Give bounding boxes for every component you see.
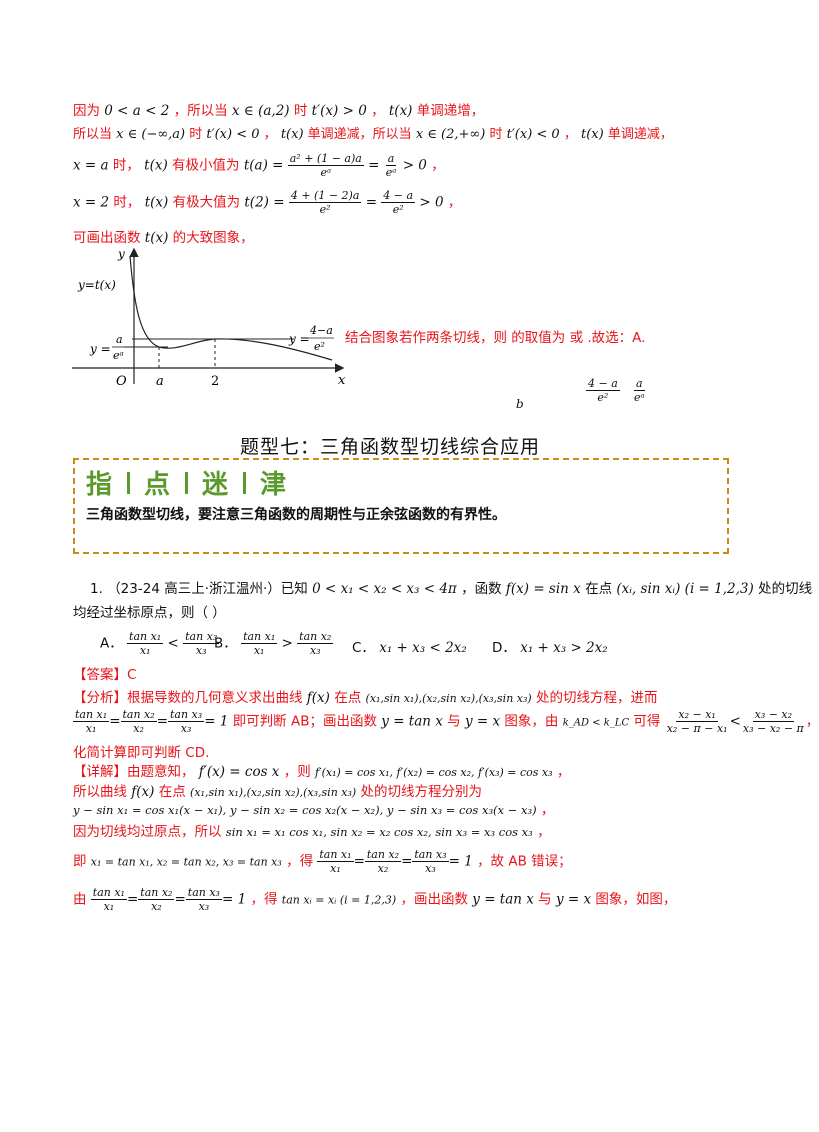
left-label-den: eᵃ [113,349,124,362]
tip-badge-char: 津 [260,470,288,500]
tip-badge-separator [185,471,189,494]
detail-line-3: y − sin x₁ = cos x₁(x − x₁), y − sin x₂ … [73,802,555,818]
analysis-line-3: 化简计算即可判断 CD. [73,745,210,761]
detail-line-5: 即 x₁ = tan x₁, x₂ = tan x₂, x₃ = tan x₃ … [73,848,572,875]
x-axis-label: x [338,373,346,388]
question-line-2: 均经过坐标原点，则（ ） [73,605,226,621]
origin-label: O [116,374,127,389]
answer: 【答案】C [73,667,137,683]
detail-line-1: 【详解】由题意知， f′(x) = cos x ，则 f′(x₁) = cos … [73,764,571,780]
option-c[interactable]: C． x₁ + x₃ < 2x₂ [352,640,467,656]
tip-box [73,458,729,554]
section-title: 题型七：三角函数型切线综合应用 [240,436,541,458]
detail-line-2: 所以曲线 f(x) 在点 (x₁,sin x₁),(x₂,sin x₂),(x₃… [73,784,482,800]
text-line-3: x = a 时， t(x) 有极小值为 t(a) = a² + (1 − a)a… [73,152,445,179]
tick-2: 2 [211,374,219,389]
right-label-num: 4−a [309,324,333,337]
detail-line-4: 因为切线均过原点，所以 sin x₁ = x₁ cos x₁, sin x₂ =… [73,824,551,840]
left-label-num: a [116,333,123,346]
tip-badge-char: 点 [144,470,172,500]
conclusion-text: 结合图象若作两条切线，则 的取值为 或 .故选：A. [345,330,646,346]
conclusion-b: b [516,397,524,411]
tip-text: 三角函数型切线，要注意三角函数的周期性与正余弦函数的有界性。 [86,507,506,523]
tip-badge: 指 点 迷 津 [86,464,287,501]
text-line-1: 因为 0 < a < 2 ，所以当 x ∈ (a,2) 时 t′(x) > 0 … [73,103,485,119]
text-line-2: 所以当 x ∈ (−∞,a) 时 t′(x) < 0 ， t(x) 单调递减，所… [73,127,673,142]
tip-badge-char: 迷 [202,470,230,500]
question-line-1: 1. （23-24 高三上·浙江温州·）已知 0 < x₁ < x₂ < x₃ … [90,581,813,597]
left-label-y: y = [89,342,111,356]
right-label-y: y = [288,332,310,346]
analysis-line-1: 【分析】根据导数的几何意义求出曲线 f(x) 在点 (x₁,sin x₁),(x… [73,690,658,706]
right-label-den: e² [314,340,325,353]
curve-t-x [129,255,333,361]
tip-badge-separator [127,471,131,494]
curve-label: y=t(x) [77,278,116,292]
tip-badge-separator [243,471,247,494]
text-line-5: 可画出函数 t(x) 的大致图象， [73,230,254,246]
tick-a: a [156,374,164,389]
option-d[interactable]: D． x₁ + x₃ > 2x₂ [492,640,608,656]
tip-badge-char: 指 [86,470,114,500]
function-graph: y x O y=t(x) a 2 y = a eᵃ y = 4−a e² [72,247,346,389]
y-axis-label: y [117,247,125,261]
